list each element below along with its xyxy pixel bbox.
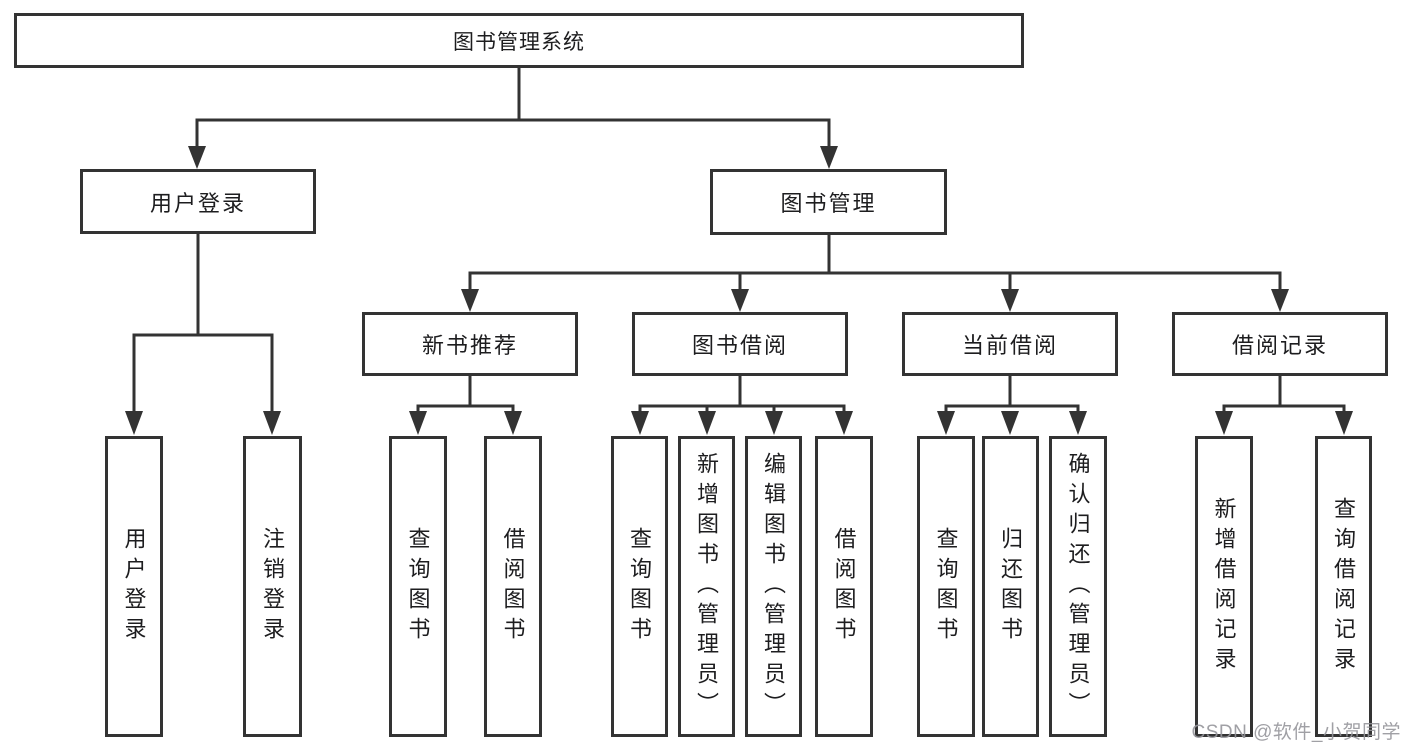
connector-user-login [132,234,274,412]
leaf-borrow-books-1: 借阅图书 [484,436,542,737]
leaf-add-borrow-record: 新增借阅记录 [1195,436,1253,737]
arrow-down-icon [937,411,955,435]
node-borrow-records-label: 借阅记录 [1231,333,1328,358]
leaf-borrow-books-2: 借阅图书 [815,436,873,737]
arrow-down-icon [1069,411,1087,435]
arrow-down-icon [820,146,838,169]
csdn-watermark: CSDN @软件_小贺同学 [1191,722,1401,743]
node-book-borrow-label: 图书借阅 [691,333,788,358]
arrow-down-icon [188,146,206,169]
arrow-down-icon [504,411,522,435]
arrow-down-icon [1215,411,1233,435]
leaf-confirm-return-admin-label: 确认归还（管理员） [1065,451,1091,722]
node-book-management-label: 图书管理 [780,191,877,216]
connector-book-borrow [638,376,846,412]
arrow-down-icon [765,411,783,435]
leaf-edit-books-admin: 编辑图书（管理员） [745,436,802,737]
arrow-down-icon [409,411,427,435]
leaf-add-books-admin: 新增图书（管理员） [678,436,735,737]
node-book-borrow: 图书借阅 [632,312,848,376]
arrow-down-icon [731,289,749,312]
arrow-down-icon [1335,411,1353,435]
leaf-query-borrow-record-label: 查询借阅记录 [1331,496,1357,677]
arrow-down-icon [1271,289,1289,312]
leaf-query-books-1-label: 查询图书 [405,526,431,647]
arrow-down-icon [1001,411,1019,435]
leaf-edit-books-admin-label: 编辑图书（管理员） [761,451,787,722]
leaf-borrow-books-2-label: 借阅图书 [831,526,857,647]
arrowheads [125,146,1353,435]
connector-lines [132,68,1346,412]
leaf-add-borrow-record-label: 新增借阅记录 [1211,496,1237,677]
connector-current-borrow [944,376,1080,412]
leaf-confirm-return-admin: 确认归还（管理员） [1049,436,1107,737]
node-user-login: 用户登录 [80,169,316,234]
root-node-library-system: 图书管理系统 [14,13,1024,68]
node-new-book-recommend: 新书推荐 [362,312,578,376]
leaf-return-books-label: 归还图书 [998,526,1024,647]
leaf-query-books-3-label: 查询图书 [933,526,959,647]
connector-new-book [416,376,515,412]
leaf-query-books-2-label: 查询图书 [627,526,653,647]
leaf-query-books-3: 查询图书 [917,436,975,737]
leaf-user-login: 用户登录 [105,436,163,737]
node-book-management: 图书管理 [710,169,947,235]
arrow-down-icon [835,411,853,435]
leaf-logout-label: 注销登录 [260,526,286,647]
leaf-logout: 注销登录 [243,436,302,737]
root-node-label: 图书管理系统 [453,30,585,54]
arrow-down-icon [698,411,716,435]
connector-book-management [468,235,1282,290]
node-current-borrow-label: 当前借阅 [961,333,1058,358]
arrow-down-icon [631,411,649,435]
arrow-down-icon [125,411,143,435]
connector-borrow-records [1222,376,1346,412]
node-borrow-records: 借阅记录 [1172,312,1388,376]
leaf-query-books-1: 查询图书 [389,436,447,737]
node-new-book-recommend-label: 新书推荐 [421,333,518,358]
arrow-down-icon [1001,289,1019,312]
arrow-down-icon [263,411,281,435]
node-current-borrow: 当前借阅 [902,312,1118,376]
node-user-login-label: 用户登录 [149,190,246,216]
leaf-add-books-admin-label: 新增图书（管理员） [694,451,720,722]
connector-root [195,68,831,147]
leaf-user-login-label: 用户登录 [121,526,147,647]
leaf-query-books-2: 查询图书 [611,436,668,737]
leaf-borrow-books-1-label: 借阅图书 [500,526,526,647]
leaf-query-borrow-record: 查询借阅记录 [1315,436,1372,737]
leaf-return-books: 归还图书 [982,436,1039,737]
arrow-down-icon [461,289,479,312]
